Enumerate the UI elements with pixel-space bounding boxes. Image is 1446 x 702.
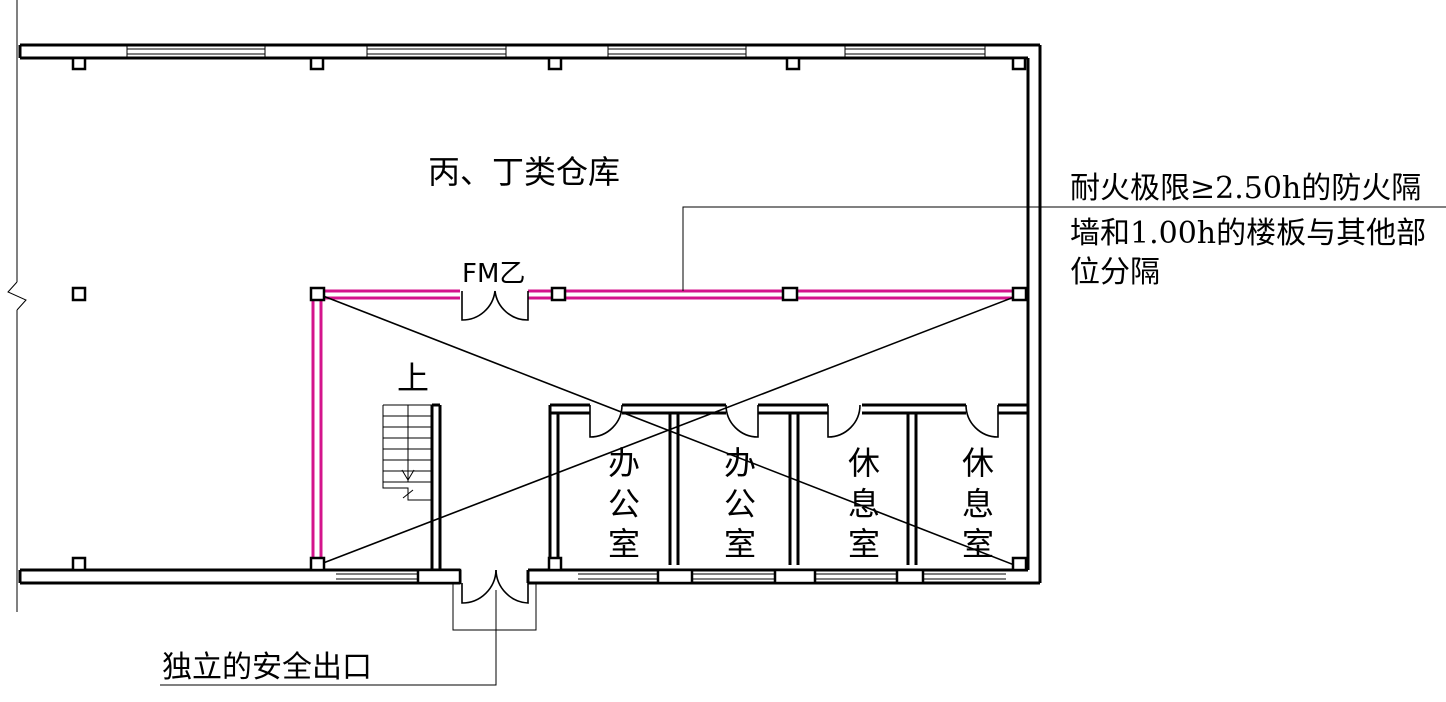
- room-2-char-2: 公: [724, 485, 756, 523]
- room-2-char-1: 办: [724, 444, 756, 482]
- exit-door: [160, 569, 537, 686]
- staircase: [382, 403, 442, 570]
- top-exterior-wall: [18, 43, 1040, 60]
- room-2-char-3: 室: [724, 525, 756, 563]
- fire-door: [461, 290, 529, 321]
- room-4-char-1: 休: [962, 444, 994, 482]
- warehouse-label: 丙、丁类仓库: [428, 153, 620, 191]
- room-labels: 办 公 室 办 公 室 休 息 室 休 息 室: [608, 444, 994, 563]
- room-3-char-3: 室: [848, 525, 880, 563]
- note-line-2: 墙和1.00h的楼板与其他部: [1070, 216, 1426, 251]
- room-3-char-1: 休: [848, 444, 880, 482]
- room-1-char-2: 公: [608, 485, 640, 523]
- bottom-exterior-wall: [18, 568, 1040, 585]
- room-4-char-2: 息: [962, 485, 994, 523]
- fire-door-code: FM乙: [462, 259, 525, 289]
- room-doors: [589, 404, 999, 438]
- note-leader-line: [682, 206, 1446, 291]
- room-partitions: [548, 403, 1028, 565]
- exit-label: 独立的安全出口: [162, 650, 372, 685]
- room-3-char-2: 息: [848, 485, 880, 523]
- right-exterior-wall: [1026, 45, 1042, 583]
- room-4-char-3: 室: [962, 525, 994, 563]
- stair-up-label: 上: [397, 359, 429, 397]
- room-1-char-3: 室: [608, 525, 640, 563]
- note-line-1: 耐火极限≥2.50h的防火隔: [1070, 171, 1421, 206]
- columns: [71, 56, 1028, 585]
- fire-partition-wall: [311, 289, 1020, 562]
- room-1-char-1: 办: [608, 444, 640, 482]
- break-line: [7, 0, 27, 612]
- note-line-3: 位分隔: [1070, 255, 1160, 290]
